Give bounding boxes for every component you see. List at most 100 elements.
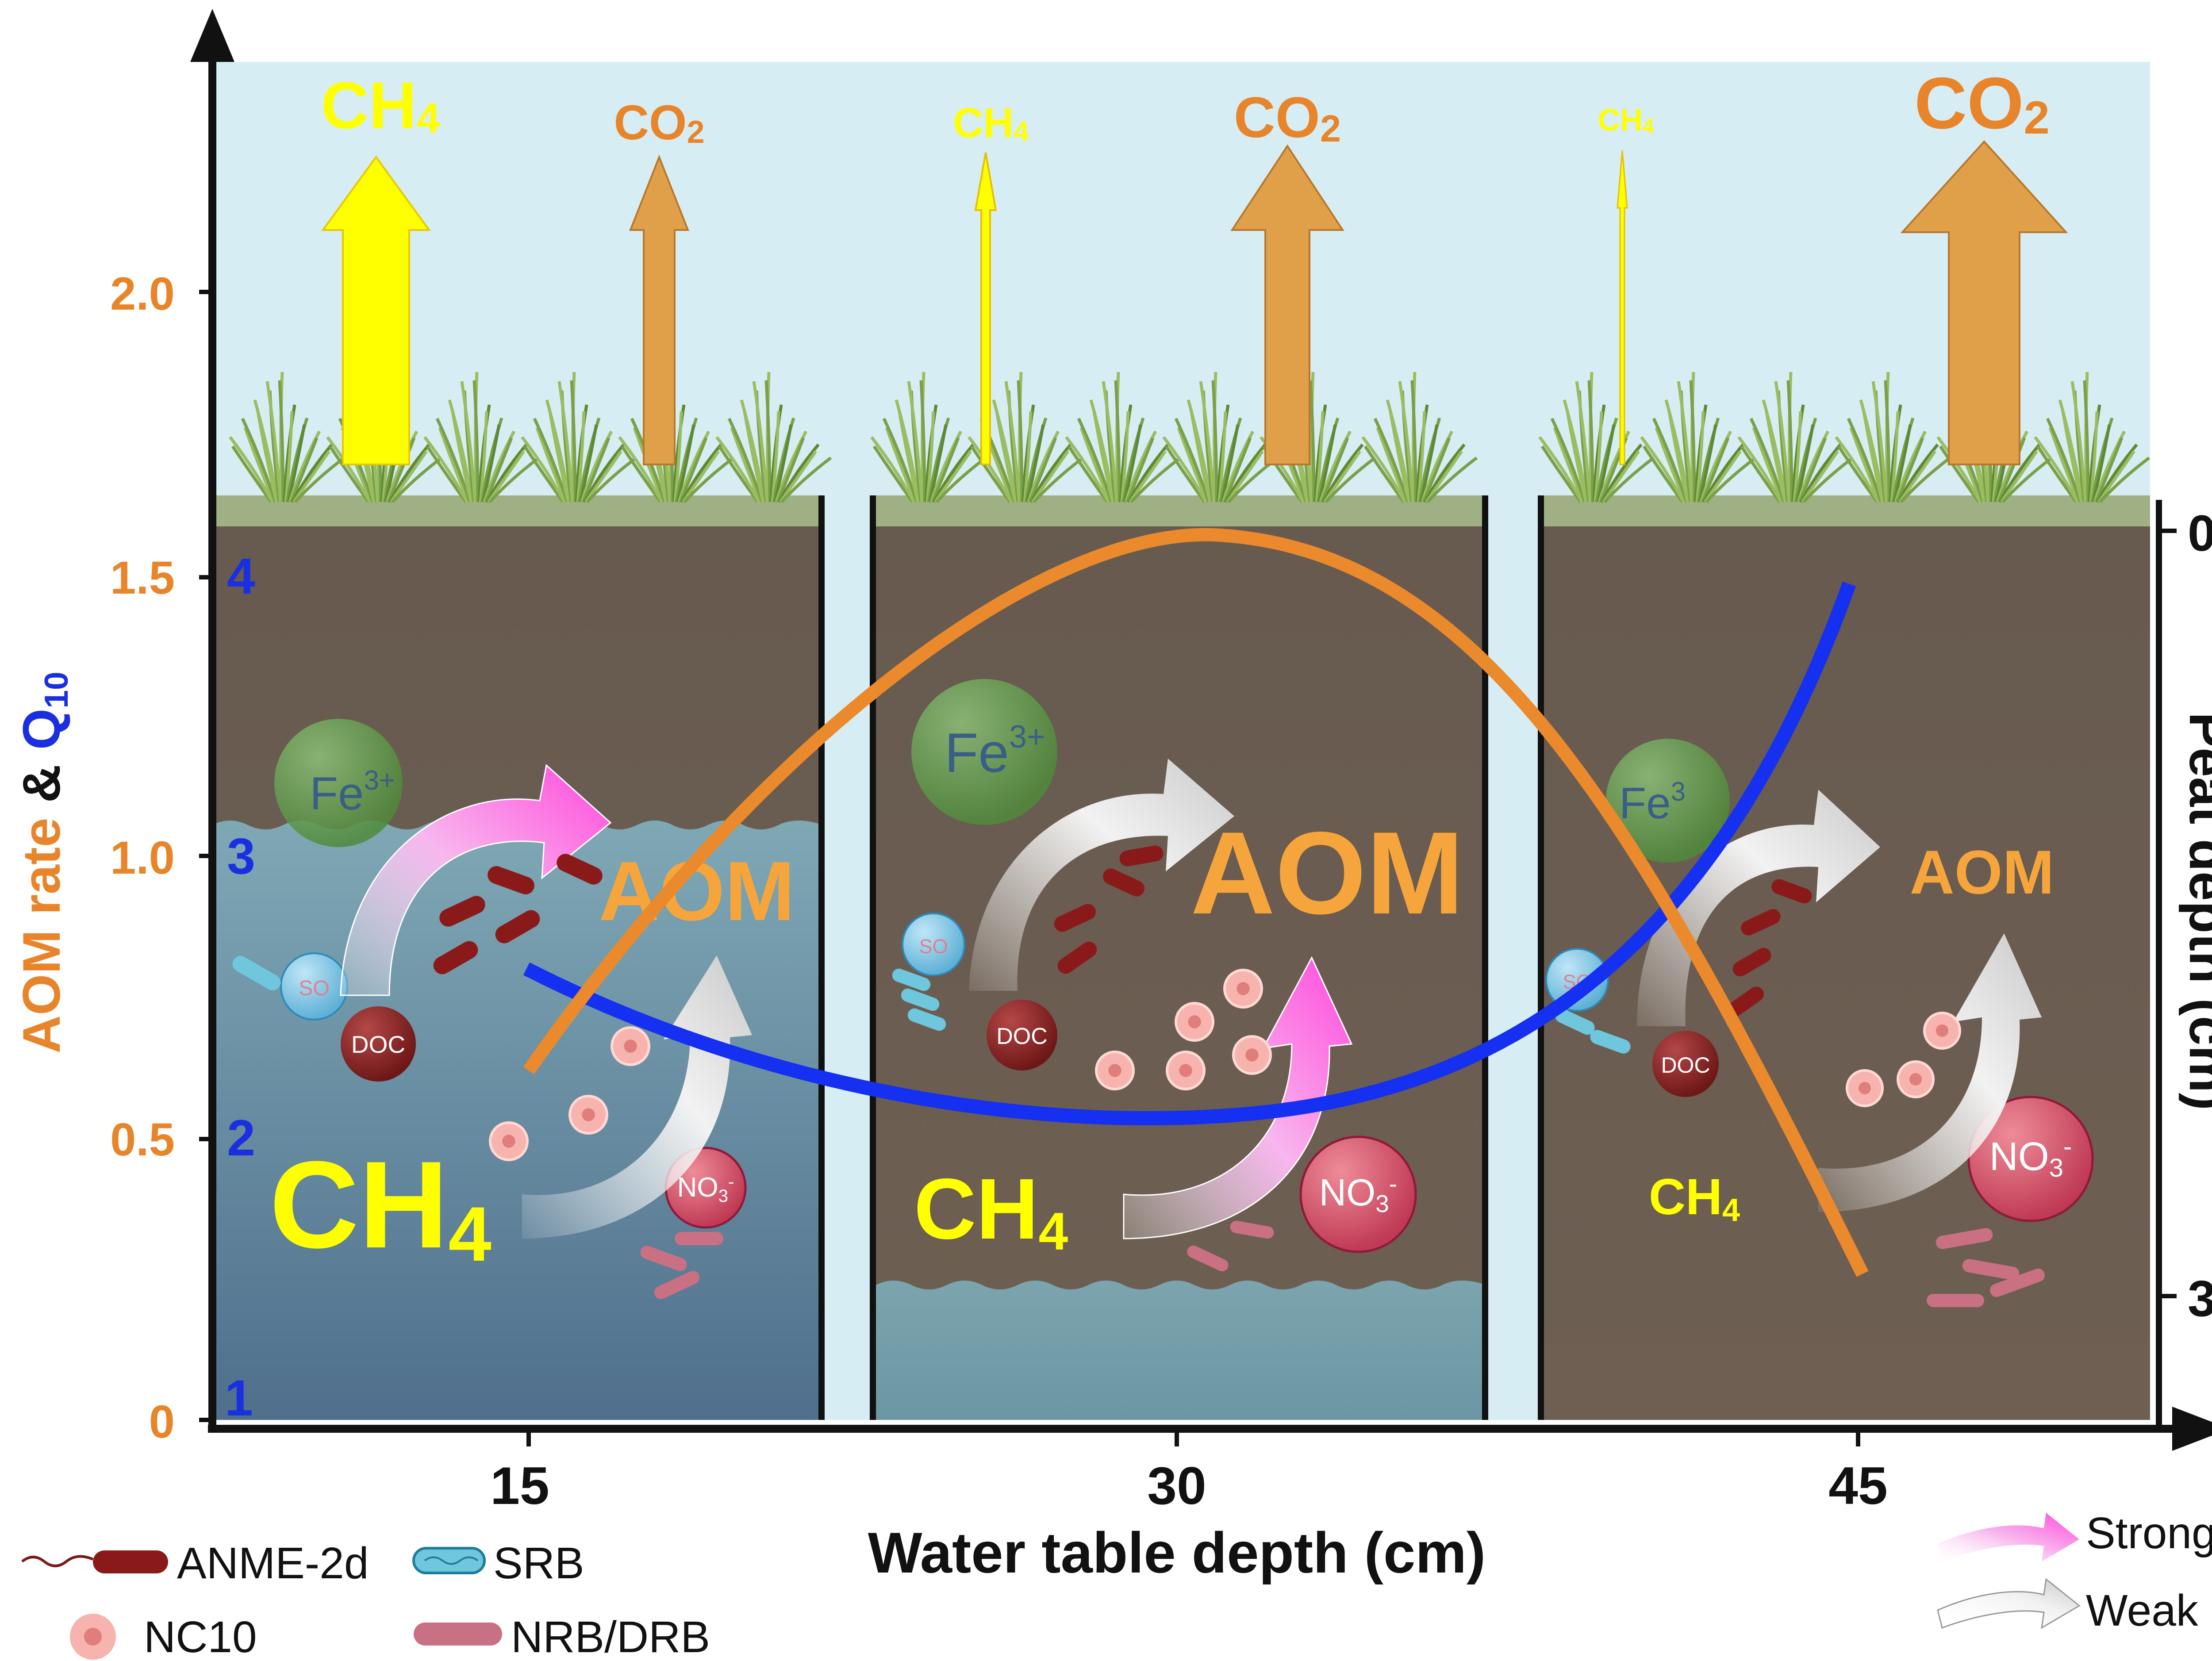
svg-text:DOC: DOC <box>1661 1053 1710 1078</box>
nrb-rod <box>654 1271 700 1299</box>
grass-tuft <box>968 372 1084 503</box>
svg-text:Fe3: Fe3 <box>1619 777 1686 828</box>
co2-label-1: CO2 <box>614 96 704 150</box>
grass-tuft <box>2034 372 2151 503</box>
ch4-soil-label-1: CH4 <box>269 1136 492 1277</box>
gap-sky-1 <box>823 495 876 1420</box>
weak-arrow-3 <box>1637 790 1880 1026</box>
grass-tuft <box>715 372 832 503</box>
ch4-label-2: CH4 <box>953 100 1029 147</box>
nc10-cell-core <box>1245 1048 1259 1062</box>
nc10-cell-core <box>1237 982 1250 995</box>
panel-3-contents: Fe3 SO DOC NO3- AOM CH4 <box>1545 739 2094 1228</box>
so4-bubble <box>1545 948 1609 1012</box>
grass-tuft <box>1065 372 1182 503</box>
microbe-icons <box>232 845 2045 1307</box>
ch4-arrow-large <box>321 155 431 465</box>
x-tick-45: 45 <box>1828 1456 1887 1515</box>
anme-rod <box>1741 909 1781 936</box>
nrb-rod <box>1927 1294 1984 1307</box>
co2-label-2: CO2 <box>1234 85 1341 150</box>
legend-anme-label: ANME-2d <box>177 1538 369 1588</box>
anme-rod <box>1727 986 1764 1017</box>
legend-strong-label: Strong <box>2086 1508 2212 1558</box>
grass-tuft <box>1640 372 1757 503</box>
doc-bubble <box>987 1000 1057 1070</box>
nrb-rod <box>640 1246 687 1271</box>
panel-30cm <box>870 495 1488 1420</box>
y-axis-arrowhead <box>190 9 234 62</box>
x-tick-30: 30 <box>1147 1456 1206 1515</box>
ch4-soil-label-3: CH4 <box>1649 1169 1740 1228</box>
x-tick-15: 15 <box>490 1456 549 1515</box>
weak-arrow-4 <box>1818 933 2042 1212</box>
gas-arrows <box>321 140 2068 465</box>
fe3-bubble <box>1606 739 1730 863</box>
aom-label-2: AOM <box>1190 808 1464 939</box>
anme-rod <box>488 866 534 894</box>
grass-vegetation <box>229 372 2151 503</box>
legend-nrb-icon <box>414 1623 502 1646</box>
grass-tuft <box>1835 372 1951 503</box>
aom-label-3: AOM <box>1910 837 2055 907</box>
nc10-cell-core <box>502 1135 515 1148</box>
grass-tuft <box>423 372 540 503</box>
grass-tuft <box>1361 372 1478 503</box>
legend-weak-arrow-icon <box>1937 1578 2081 1629</box>
srb-rod <box>1555 1009 1595 1035</box>
co2-arrow-medium <box>1230 144 1344 465</box>
co2-arrow-large <box>1900 140 2068 465</box>
q10-tick-4: 4 <box>227 548 255 605</box>
weak-arrow-2 <box>969 759 1234 991</box>
svg-text:Fe3+: Fe3+ <box>310 765 395 820</box>
ch4-arrow-small <box>1617 150 1628 465</box>
so4-bubble <box>902 913 965 976</box>
srb-rod <box>892 968 931 991</box>
nc10-cell-core <box>1108 1064 1121 1077</box>
gas-labels: CH4 CO2 CH4 CO2 CH4 CO2 <box>321 62 2050 150</box>
grass-tuft <box>1737 372 1854 503</box>
legend-nrb-label: NRB/DRB <box>511 1612 710 1661</box>
svg-text:NO3-: NO3- <box>1319 1170 1397 1217</box>
nc10-cell-core <box>582 1108 595 1121</box>
depth-tick-30: 30 <box>2188 1270 2212 1327</box>
svg-text:Fe3+: Fe3+ <box>945 719 1045 784</box>
aom-tick-1.0: 1.0 <box>110 832 175 884</box>
strong-arrow-2 <box>1123 956 1353 1239</box>
q10-tick-2: 2 <box>227 1110 255 1166</box>
svg-text:DOC: DOC <box>351 1031 405 1058</box>
left-axis-title: AOM rate & Q10 <box>12 671 75 1054</box>
doc-bubble <box>1652 1031 1719 1097</box>
no3-bubble <box>1967 1096 2094 1222</box>
ch4-label-1: CH4 <box>321 68 440 142</box>
anme-rod <box>495 910 540 944</box>
legend-nc10-label: NC10 <box>144 1612 257 1661</box>
ch4-label-3: CH4 <box>1598 103 1654 138</box>
anme-rod <box>433 941 478 974</box>
axes <box>190 9 2212 1451</box>
fe3-bubble <box>274 719 403 847</box>
legend-nc10-icon <box>70 1614 116 1660</box>
nrb-rod <box>1936 1228 1993 1249</box>
no3-bubble <box>1299 1135 1417 1253</box>
axis-tick-labels: 0 0.5 1.0 1.5 2.0 1 2 3 4 15 30 45 0 30 <box>110 268 2212 1515</box>
grass-tuft <box>870 372 987 503</box>
aom-tick-0: 0 <box>149 1396 175 1448</box>
nc10-cell-core <box>1188 1015 1201 1028</box>
panel-2-contents: Fe3+ SO DOC NO3- AOM CH4 <box>902 679 1464 1261</box>
ch4-arrow-medium <box>974 152 997 465</box>
nc10-cell-core <box>1859 1082 1871 1094</box>
co2-arrow-small <box>629 154 689 465</box>
legend-weak-label: Weak <box>2086 1586 2199 1635</box>
q10-tick-1: 1 <box>225 1370 253 1427</box>
srb-rod <box>901 988 940 1011</box>
nc10-cell-core <box>624 1040 637 1053</box>
aom-rate-curve <box>523 528 1869 1277</box>
nrb-rod <box>1230 1220 1274 1239</box>
grass-tuft <box>1162 372 1279 503</box>
srb-rod <box>1590 1030 1631 1054</box>
grass-tuft <box>229 372 346 503</box>
legend: ANME-2d SRB NC10 NRB/DRB Strong Weak <box>21 1508 2212 1661</box>
svg-text:NO3-: NO3- <box>677 1172 734 1206</box>
anme-rod <box>1057 941 1097 974</box>
